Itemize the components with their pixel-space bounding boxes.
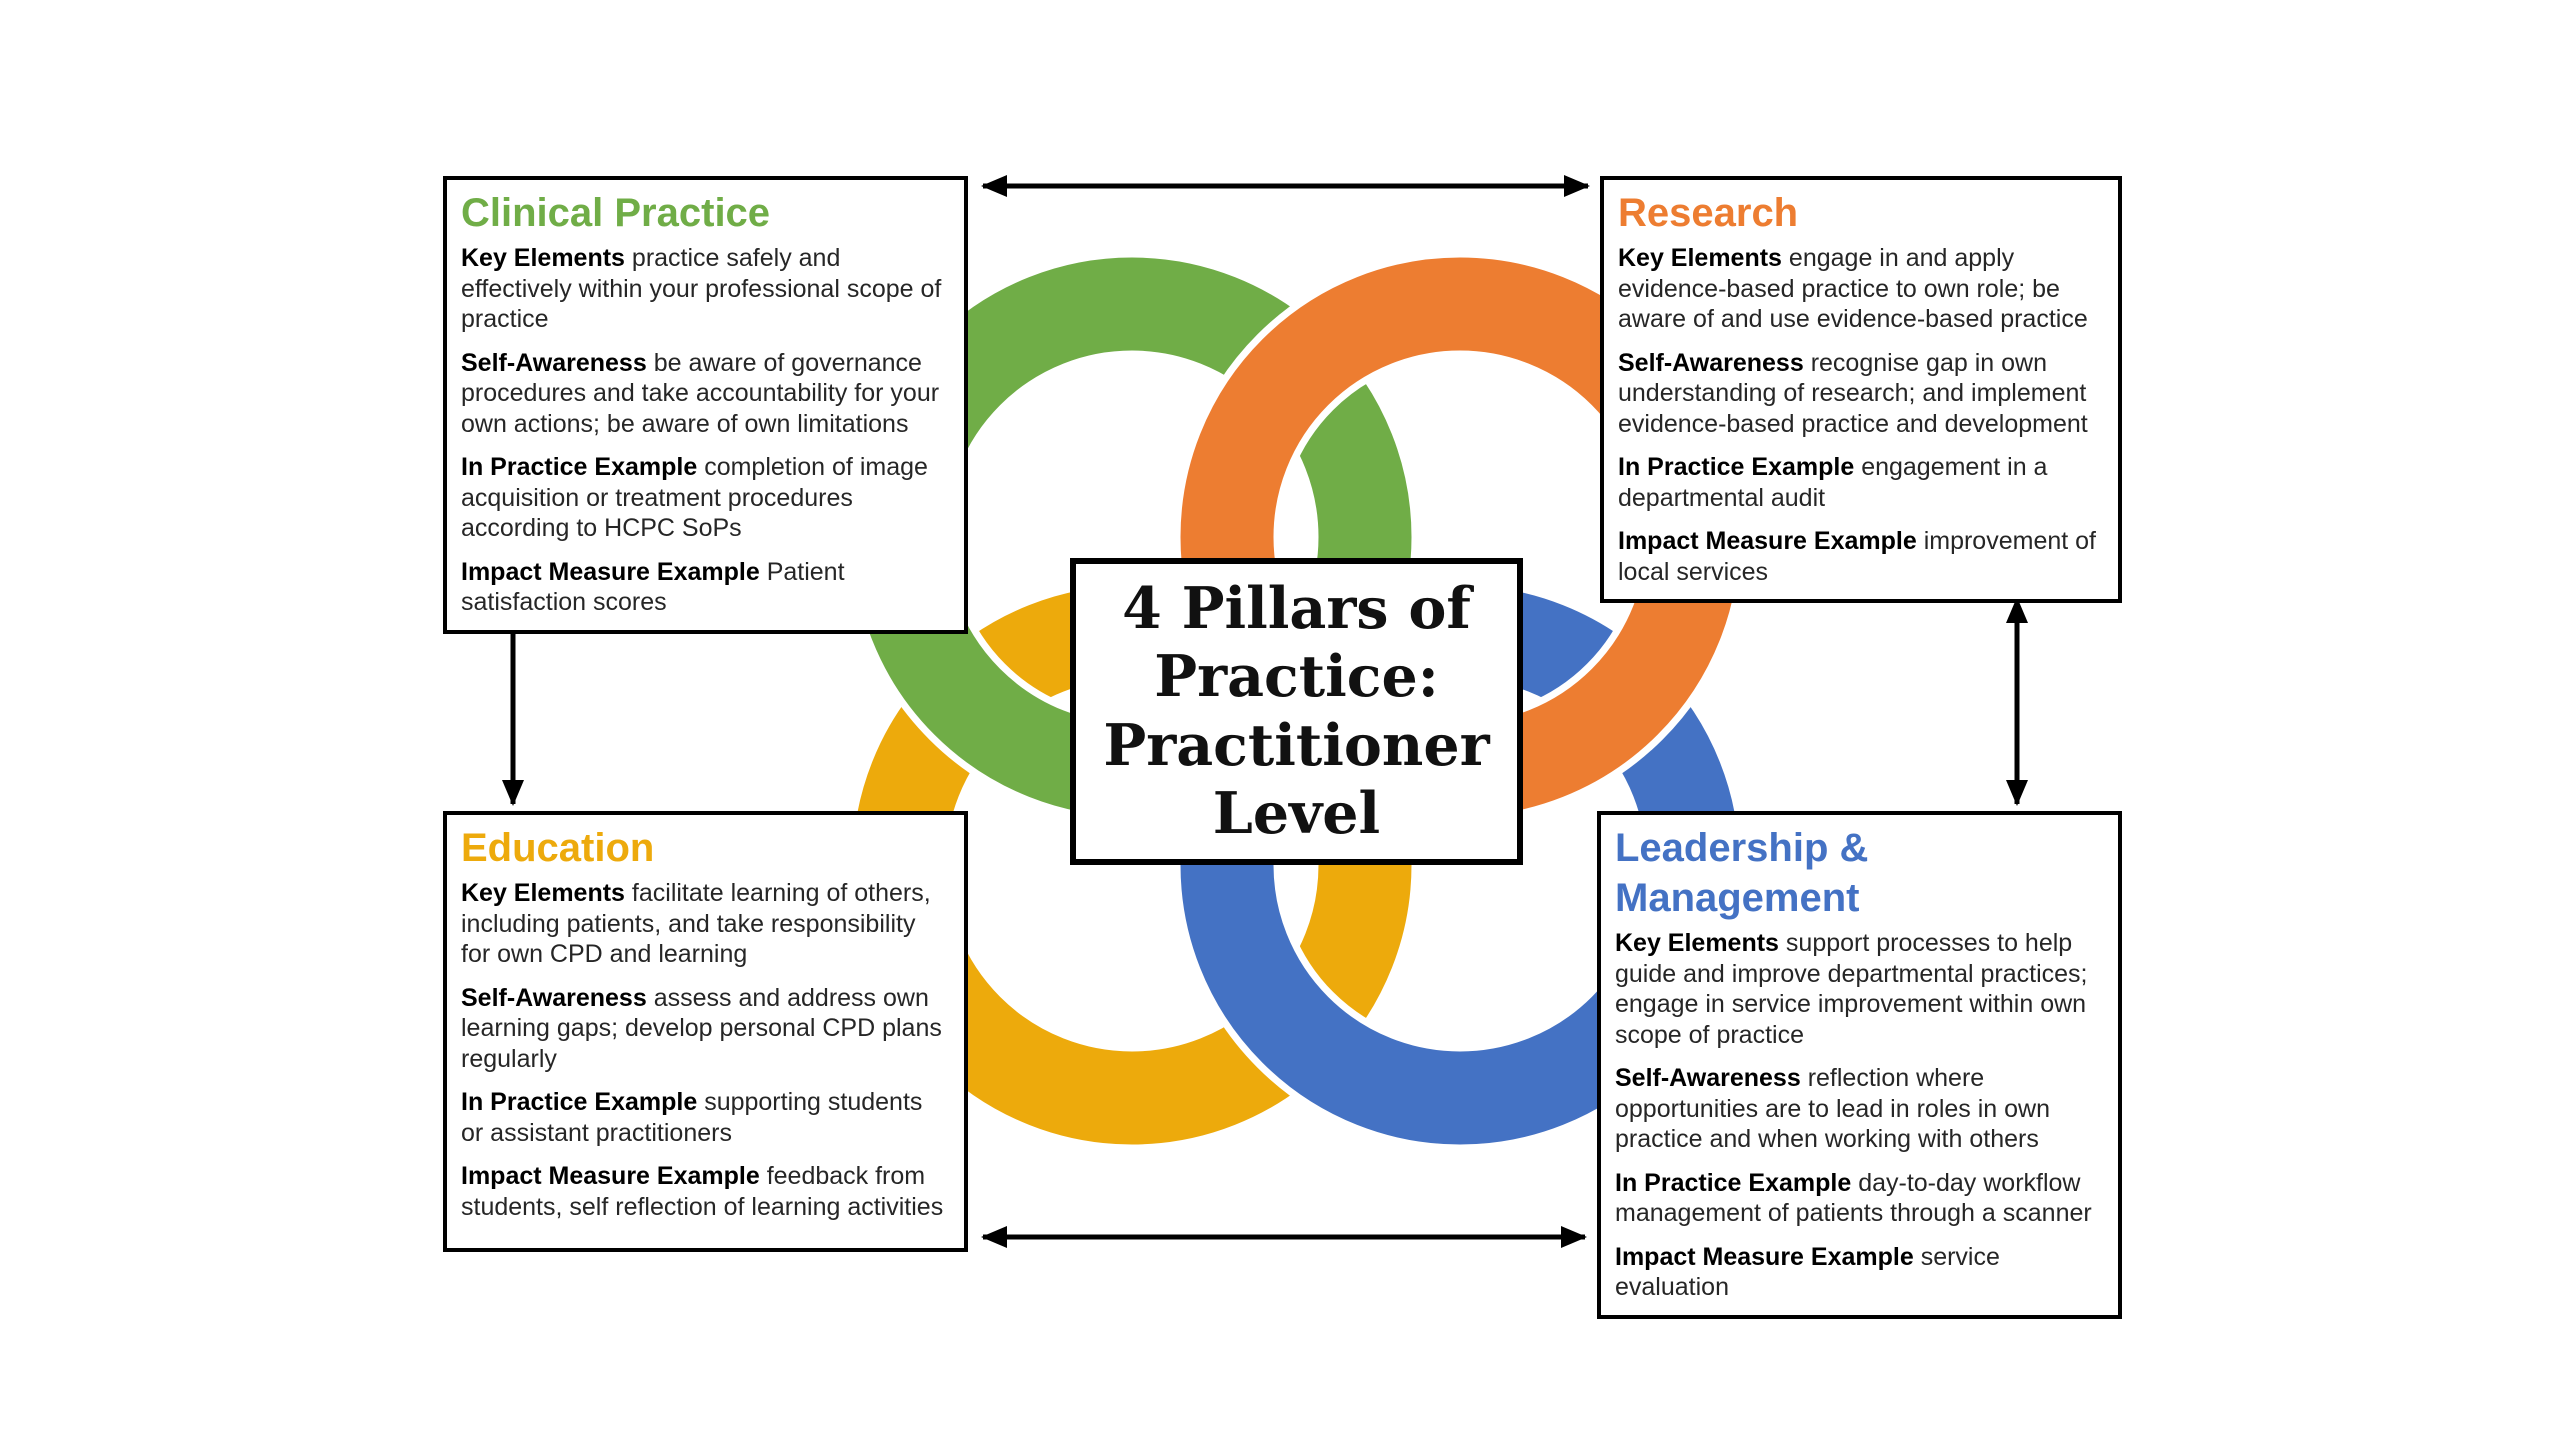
research-heading: Research: [1618, 191, 1799, 235]
section-text: supporting students or assistant practit…: [461, 1088, 923, 1147]
center-title-box: 4 Pillars of Practice: Practitioner Leve…: [1070, 558, 1523, 865]
title-line: Practice:: [1154, 643, 1439, 711]
leadership-key-elements: Key Elements support processes to help g…: [1615, 928, 2104, 1050]
section-label: Key Elements: [1615, 929, 1779, 957]
section-text: day-to-day workflow management of patien…: [1615, 1168, 2092, 1228]
section-text: service evaluation: [1615, 1242, 2000, 1302]
clinical-practice-box: Clinical Practice Key Elements practice …: [443, 176, 968, 634]
research-in-practice-example: In Practice Example engagement in a depa…: [1618, 452, 2104, 513]
research-box: Research Key Elements engage in and appl…: [1600, 176, 2122, 603]
section-label: In Practice Example: [461, 1088, 698, 1116]
section-label: Impact Measure Example: [1615, 1242, 1914, 1271]
section-text: improvement of local services: [1618, 527, 2096, 586]
section-label: In Practice Example: [1615, 1168, 1852, 1197]
leadership-management-heading: Leadership & Management: [1615, 826, 1869, 920]
clinical-self-awareness: Self-Awareness be aware of governance pr…: [461, 348, 950, 440]
section-text: Patient satisfaction scores: [461, 557, 845, 617]
section-text: practice safely and effectively within y…: [461, 244, 942, 333]
section-text: reflection where opportunities are to le…: [1615, 1064, 2050, 1153]
section-label: Key Elements: [1618, 244, 1782, 272]
section-text: be aware of governance procedures and ta…: [461, 348, 940, 438]
education-impact-measure-example: Impact Measure Example feedback from stu…: [461, 1161, 950, 1222]
section-text: facilitate learning of others, including…: [461, 879, 931, 968]
section-text: recognise gap in own understanding of re…: [1618, 348, 2088, 438]
education-key-elements: Key Elements facilitate learning of othe…: [461, 878, 950, 970]
section-text: assess and address own learning gaps; de…: [461, 983, 942, 1073]
research-key-elements: Key Elements engage in and apply evidenc…: [1618, 243, 2104, 335]
section-label: Self-Awareness: [461, 348, 647, 377]
section-label: In Practice Example: [461, 453, 698, 481]
section-text: engagement in a departmental audit: [1618, 453, 2048, 512]
section-label: In Practice Example: [1618, 453, 1855, 481]
leadership-management-box: Leadership & Management Key Elements sup…: [1597, 811, 2122, 1319]
education-in-practice-example: In Practice Example supporting students …: [461, 1087, 950, 1148]
section-label: Impact Measure Example: [1618, 527, 1917, 555]
education-self-awareness: Self-Awareness assess and address own le…: [461, 983, 950, 1075]
section-text: feedback from students, self reflection …: [461, 1162, 944, 1221]
section-label: Impact Measure Example: [461, 557, 760, 586]
section-text: completion of image acquisition or treat…: [461, 453, 928, 542]
section-label: Self-Awareness: [461, 983, 647, 1012]
section-text: support processes to help guide and impr…: [1615, 929, 2088, 1049]
leadership-impact-measure-example: Impact Measure Example service evaluatio…: [1615, 1242, 2104, 1303]
education-heading: Education: [461, 826, 655, 870]
section-label: Impact Measure Example: [461, 1162, 760, 1190]
section-label: Key Elements: [461, 879, 625, 907]
research-impact-measure-example: Impact Measure Example improvement of lo…: [1618, 526, 2104, 587]
research-self-awareness: Self-Awareness recognise gap in own unde…: [1618, 348, 2104, 440]
leadership-in-practice-example: In Practice Example day-to-day workflow …: [1615, 1168, 2104, 1229]
section-text: engage in and apply evidence-based pract…: [1618, 244, 2088, 333]
clinical-practice-heading: Clinical Practice: [461, 191, 771, 235]
clinical-in-practice-example: In Practice Example completion of image …: [461, 452, 950, 544]
title-line: Practitioner: [1103, 711, 1490, 779]
clinical-impact-measure-example: Impact Measure Example Patient satisfact…: [461, 557, 950, 618]
education-box: Education Key Elements facilitate learni…: [443, 811, 968, 1252]
section-label: Key Elements: [461, 244, 625, 272]
section-label: Self-Awareness: [1618, 348, 1804, 377]
section-label: Self-Awareness: [1615, 1064, 1801, 1092]
title-line: 4 Pillars of: [1122, 574, 1471, 642]
clinical-key-elements: Key Elements practice safely and effecti…: [461, 243, 950, 335]
title-line: Level: [1212, 779, 1381, 847]
leadership-self-awareness: Self-Awareness reflection where opportun…: [1615, 1063, 2104, 1155]
